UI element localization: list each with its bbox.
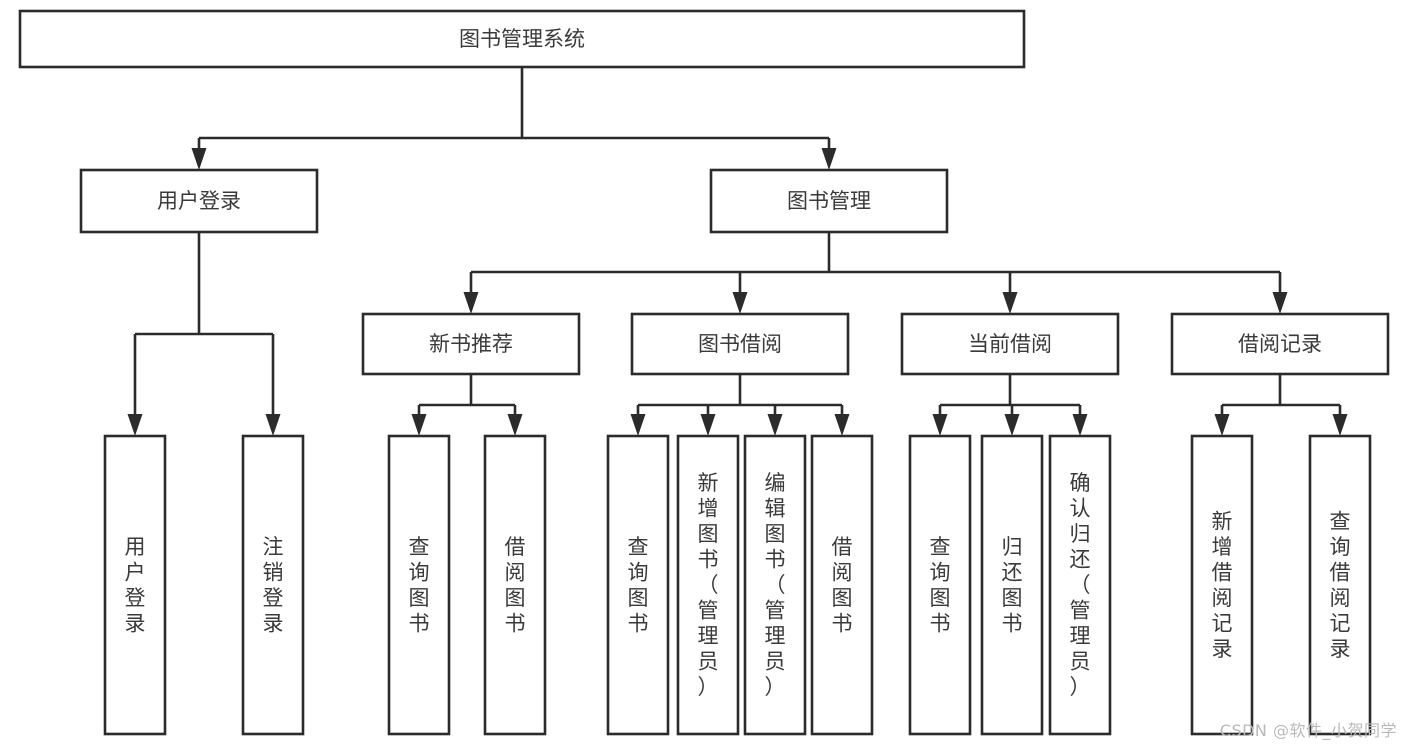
node-label: 借阅记录	[1238, 332, 1322, 356]
node-box	[387, 434, 451, 736]
node-box	[810, 434, 874, 736]
node-label: 查询借阅记录	[1330, 509, 1351, 661]
node-box	[1308, 434, 1372, 736]
node-l2-用户登录[interactable]: 用户登录	[79, 168, 319, 234]
node-box	[900, 312, 1120, 376]
arrowhead-icon	[463, 292, 479, 314]
node-label: 注销登录	[263, 535, 284, 636]
arrowhead-icon	[127, 414, 143, 436]
node-label: 用户登录	[125, 535, 146, 636]
node-leaf-借阅图书[interactable]: 借阅图书	[810, 434, 874, 736]
node-label: 新增图书（管理员）	[698, 471, 719, 699]
node-label: 查询图书	[409, 535, 430, 636]
node-box	[1048, 434, 1112, 736]
node-leaf-用户登录[interactable]: 用户登录	[103, 434, 167, 736]
node-leaf-新增借阅记录[interactable]: 新增借阅记录	[1190, 434, 1254, 736]
node-leaf-查询借阅记录[interactable]: 查询借阅记录	[1308, 434, 1372, 736]
arrowhead-icon	[732, 292, 748, 314]
arrowhead-icon	[834, 414, 850, 436]
node-label: 图书借阅	[698, 332, 782, 356]
node-label: 编辑图书（管理员）	[765, 471, 786, 699]
node-box	[606, 434, 670, 736]
node-box	[361, 312, 581, 376]
node-box	[709, 168, 949, 234]
node-box	[908, 434, 972, 736]
node-l3-借阅记录[interactable]: 借阅记录	[1170, 312, 1390, 376]
node-boxes: 图书管理系统用户登录图书管理新书推荐图书借阅当前借阅借阅记录用户登录注销登录查询…	[18, 9, 1390, 736]
node-box	[630, 312, 850, 376]
node-l3-图书借阅[interactable]: 图书借阅	[630, 312, 850, 376]
node-root-图书管理系统[interactable]: 图书管理系统	[18, 9, 1026, 69]
node-box	[103, 434, 167, 736]
node-leaf-查询图书[interactable]: 查询图书	[908, 434, 972, 736]
arrowhead-icon	[1214, 414, 1230, 436]
node-label: 查询图书	[930, 535, 951, 636]
node-label: 查询图书	[628, 535, 649, 636]
arrowhead-icon	[1004, 414, 1020, 436]
node-box	[1170, 312, 1390, 376]
arrowhead-icon	[411, 414, 427, 436]
arrowhead-icon	[1072, 414, 1088, 436]
node-leaf-编辑图书管理员[interactable]: 编辑图书（管理员）	[743, 434, 807, 736]
node-label: 归还图书	[1002, 535, 1023, 636]
node-label: 借阅图书	[505, 535, 526, 636]
node-leaf-注销登录[interactable]: 注销登录	[241, 434, 305, 736]
node-leaf-确认归还管理员[interactable]: 确认归还（管理员）	[1048, 434, 1112, 736]
arrowhead-icon	[767, 414, 783, 436]
node-label: 借阅图书	[832, 535, 853, 636]
arrowhead-icon	[1272, 292, 1288, 314]
node-leaf-查询图书[interactable]: 查询图书	[606, 434, 670, 736]
node-box	[1190, 434, 1254, 736]
arrowhead-icon	[1002, 292, 1018, 314]
node-box	[79, 168, 319, 234]
csdn-watermark: CSDN @软件_小贺同学	[1219, 721, 1397, 740]
node-box	[241, 434, 305, 736]
node-leaf-新增图书管理员[interactable]: 新增图书（管理员）	[676, 434, 740, 736]
arrowhead-icon	[1332, 414, 1348, 436]
node-box	[483, 434, 547, 736]
arrowhead-icon	[630, 414, 646, 436]
node-label: 当前借阅	[968, 332, 1052, 356]
node-label: 确认归还（管理员）	[1070, 471, 1091, 699]
node-box	[676, 434, 740, 736]
node-leaf-借阅图书[interactable]: 借阅图书	[483, 434, 547, 736]
node-leaf-归还图书[interactable]: 归还图书	[980, 434, 1044, 736]
node-l3-当前借阅[interactable]: 当前借阅	[900, 312, 1120, 376]
node-label: 图书管理	[787, 189, 871, 213]
arrowhead-icon	[191, 148, 207, 170]
connector-lines	[127, 67, 1348, 436]
arrowhead-icon	[507, 414, 523, 436]
node-box	[18, 9, 1026, 69]
arrowhead-icon	[932, 414, 948, 436]
arrowhead-icon	[700, 414, 716, 436]
node-label: 新增借阅记录	[1212, 509, 1233, 661]
node-l3-新书推荐[interactable]: 新书推荐	[361, 312, 581, 376]
node-box	[743, 434, 807, 736]
node-l2-图书管理[interactable]: 图书管理	[709, 168, 949, 234]
arrowhead-icon	[821, 148, 837, 170]
node-leaf-查询图书[interactable]: 查询图书	[387, 434, 451, 736]
node-label: 用户登录	[157, 189, 241, 213]
node-box	[980, 434, 1044, 736]
arrowhead-icon	[265, 414, 281, 436]
node-label: 新书推荐	[429, 332, 513, 356]
node-label: 图书管理系统	[459, 27, 585, 51]
